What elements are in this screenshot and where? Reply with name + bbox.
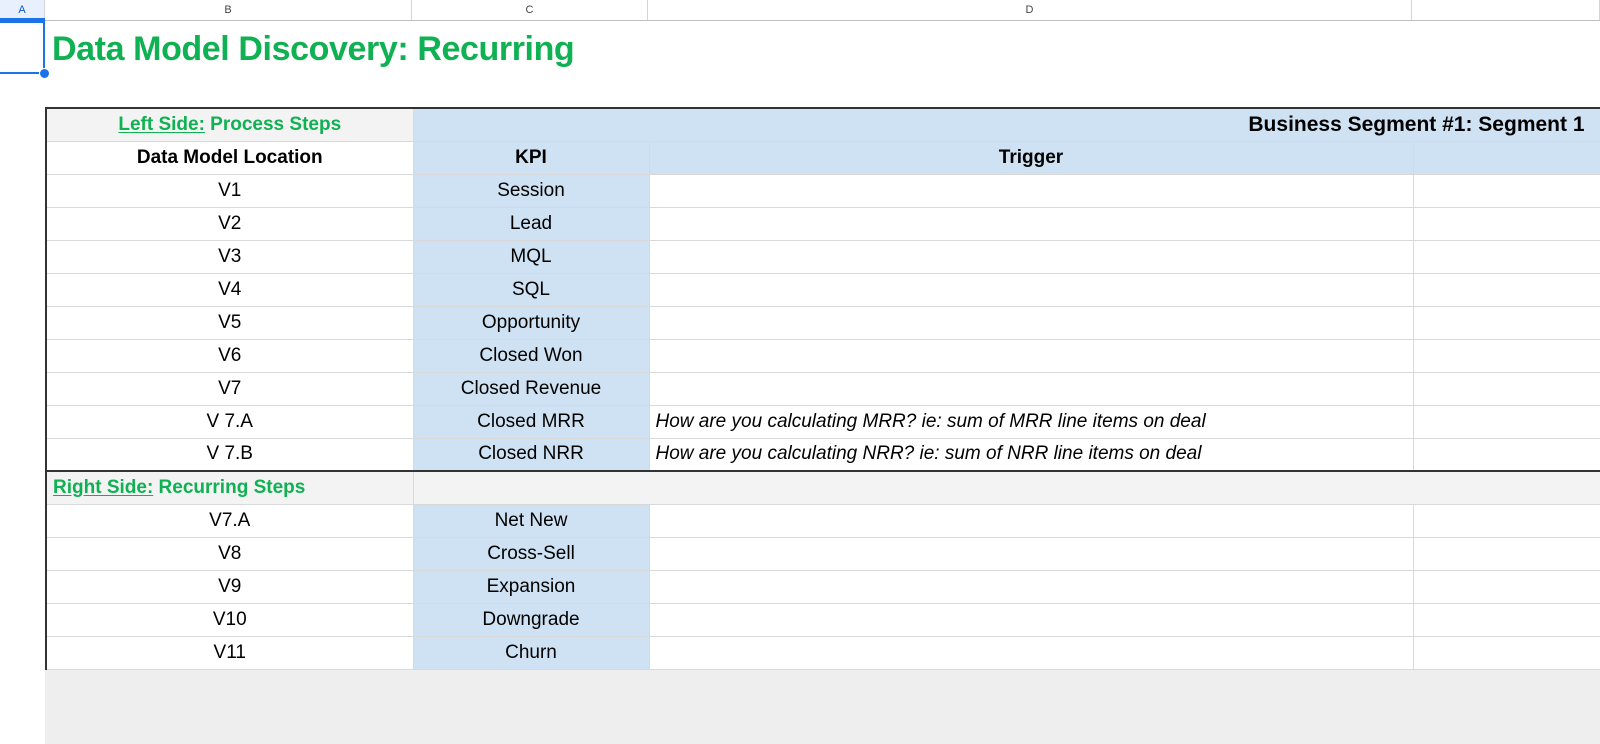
column-header-e[interactable]: [1412, 0, 1600, 20]
cell-extra: [1413, 438, 1600, 472]
cell-extra: [1413, 570, 1600, 604]
cell-location: V7.A: [45, 504, 414, 538]
cell-extra: [1413, 405, 1600, 439]
cell-kpi: Closed Revenue: [413, 372, 650, 406]
cell-location: V7: [45, 372, 414, 406]
table-row: V10 Downgrade: [45, 603, 1600, 637]
cell-kpi: Expansion: [413, 570, 650, 604]
fill-handle[interactable]: [39, 68, 50, 79]
left-section-label-rest: Process Steps: [204, 113, 342, 135]
right-section-label-underlined: Right Side:: [53, 476, 154, 498]
cell-extra: [1413, 636, 1600, 670]
column-header-b[interactable]: B: [45, 0, 412, 20]
cell-trigger: [649, 537, 1414, 571]
cell-trigger: How are you calculating NRR? ie: sum of …: [649, 438, 1414, 472]
table-row: V8 Cross-Sell: [45, 537, 1600, 571]
table-row: V7.A Net New: [45, 504, 1600, 538]
table-row: V 7.A Closed MRR How are you calculating…: [45, 405, 1600, 439]
cell-kpi: Churn: [413, 636, 650, 670]
left-section-header: Left Side: Process Steps: [45, 107, 414, 142]
cell-kpi: MQL: [413, 240, 650, 274]
cell-trigger: [649, 372, 1414, 406]
column-title-extra: [1413, 141, 1600, 175]
table-row: V2 Lead: [45, 207, 1600, 241]
cell-location: V11: [45, 636, 414, 670]
cell-trigger: [649, 240, 1414, 274]
cell-trigger: [649, 603, 1414, 637]
right-section-label-rest: Recurring Steps: [153, 476, 306, 498]
cell-trigger: [649, 339, 1414, 373]
cell-trigger: [649, 207, 1414, 241]
column-title-location: Data Model Location: [45, 141, 414, 175]
column-header-bar: A B C D: [0, 0, 1600, 21]
column-a-selection-indicator: [0, 18, 45, 21]
cell-location: V9: [45, 570, 414, 604]
table-row: V6 Closed Won: [45, 339, 1600, 373]
cell-kpi: Closed Won: [413, 339, 650, 373]
cell-location: V3: [45, 240, 414, 274]
cell-trigger: [649, 273, 1414, 307]
cell-trigger: How are you calculating MRR? ie: sum of …: [649, 405, 1414, 439]
cell-extra: [1413, 603, 1600, 637]
cell-extra: [1413, 240, 1600, 274]
column-header-c[interactable]: C: [412, 0, 648, 20]
cell-location: V8: [45, 537, 414, 571]
cell-location: V 7.A: [45, 405, 414, 439]
cell-extra: [1413, 504, 1600, 538]
cell-location: V2: [45, 207, 414, 241]
column-header-a[interactable]: A: [0, 0, 45, 20]
cell-kpi: Lead: [413, 207, 650, 241]
cell-location: V 7.B: [45, 438, 414, 472]
cell-extra: [1413, 273, 1600, 307]
cell-extra: [1413, 339, 1600, 373]
table-row: V4 SQL: [45, 273, 1600, 307]
cell-extra: [1413, 174, 1600, 208]
right-section-header: Right Side: Recurring Steps: [45, 470, 414, 505]
data-model-table: Left Side: Process Steps Business Segmen…: [45, 107, 1600, 670]
segment-header-label: Business Segment #1: Segment 1: [1248, 112, 1585, 136]
segment-header-cell: Business Segment #1: Segment 1: [413, 107, 1600, 142]
left-section-label-underlined: Left Side:: [118, 113, 205, 135]
table-row: V9 Expansion: [45, 570, 1600, 604]
table-row: V7 Closed Revenue: [45, 372, 1600, 406]
cell-location: V5: [45, 306, 414, 340]
cell-trigger: [649, 174, 1414, 208]
table-row: V 7.B Closed NRR How are you calculating…: [45, 438, 1600, 472]
cell-location: V10: [45, 603, 414, 637]
column-title-trigger: Trigger: [649, 141, 1414, 175]
empty-grid-area: [45, 670, 1600, 744]
cell-kpi: Closed NRR: [413, 438, 650, 472]
cell-extra: [1413, 537, 1600, 571]
cell-location: V4: [45, 273, 414, 307]
cell-trigger: [649, 570, 1414, 604]
cell-kpi: Closed MRR: [413, 405, 650, 439]
table-row: V11 Churn: [45, 636, 1600, 670]
cell-extra: [1413, 372, 1600, 406]
cell-kpi: Net New: [413, 504, 650, 538]
cell-trigger: [649, 636, 1414, 670]
table-row-right-section-header: Right Side: Recurring Steps: [45, 470, 1600, 505]
cell-trigger: [649, 306, 1414, 340]
table-row: V3 MQL: [45, 240, 1600, 274]
cell-extra: [1413, 207, 1600, 241]
cell-location: V6: [45, 339, 414, 373]
cell-kpi: Session: [413, 174, 650, 208]
column-header-d[interactable]: D: [648, 0, 1412, 20]
cell-location: V1: [45, 174, 414, 208]
column-title-kpi: KPI: [413, 141, 650, 175]
cell-kpi: SQL: [413, 273, 650, 307]
cell-extra: [1413, 306, 1600, 340]
table-row: V5 Opportunity: [45, 306, 1600, 340]
right-section-header-filler: [413, 470, 1600, 505]
cell-kpi: Cross-Sell: [413, 537, 650, 571]
cell-trigger: [649, 504, 1414, 538]
table-row-left-section-header: Left Side: Process Steps Business Segmen…: [45, 107, 1600, 142]
page-title: Data Model Discovery: Recurring: [52, 30, 575, 68]
cell-kpi: Downgrade: [413, 603, 650, 637]
table-row: V1 Session: [45, 174, 1600, 208]
table-row-column-titles: Data Model Location KPI Trigger: [45, 141, 1600, 175]
cell-kpi: Opportunity: [413, 306, 650, 340]
